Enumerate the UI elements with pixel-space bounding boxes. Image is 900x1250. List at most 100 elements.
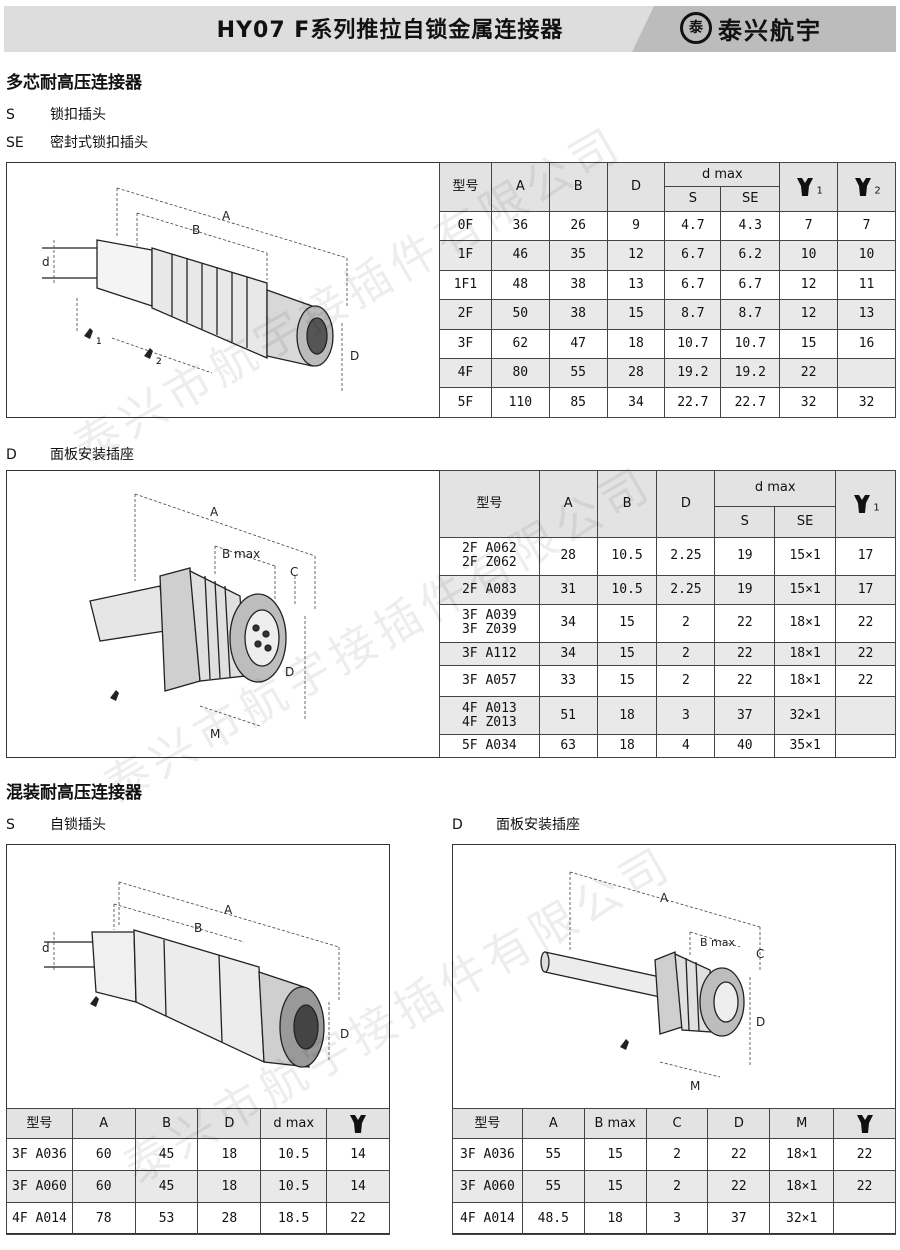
label-se-text: 密封式锁扣插头 bbox=[50, 135, 148, 151]
table-cell: 18×1 bbox=[769, 1138, 835, 1171]
table-cell: 34 bbox=[538, 604, 598, 643]
th-wrench bbox=[833, 1108, 896, 1139]
table-cell: 14 bbox=[326, 1170, 390, 1203]
table-cell: 32×1 bbox=[769, 1202, 835, 1235]
th-a: A bbox=[71, 1108, 136, 1139]
dim-bmax-label: B max bbox=[222, 547, 260, 561]
brand-logo-icon: 泰 bbox=[680, 12, 712, 44]
table-cell-model: 3F A060 bbox=[452, 1170, 523, 1203]
table-cell: 32×1 bbox=[774, 696, 837, 735]
th-model: 型号 bbox=[6, 1108, 73, 1139]
table-cell-model: 0F bbox=[439, 210, 492, 242]
th-a: A bbox=[538, 469, 598, 539]
dim-a-label: A bbox=[222, 209, 231, 223]
th-d: D bbox=[707, 1108, 771, 1139]
table-cell: 8.7 bbox=[664, 299, 722, 330]
th-dmax: d max bbox=[664, 161, 781, 188]
th-wrench-1: 1 bbox=[779, 162, 839, 212]
table-cell: 18×1 bbox=[774, 604, 837, 643]
table-cell: 9 bbox=[606, 210, 666, 242]
table-cell: 8.7 bbox=[720, 299, 781, 330]
brand-name: 泰兴航宇 bbox=[718, 17, 822, 45]
th-c: C bbox=[645, 1108, 709, 1139]
table-cell: 22 bbox=[707, 1138, 771, 1171]
label-s-code: S bbox=[6, 817, 15, 833]
dim-d-big-label: D bbox=[340, 1027, 349, 1041]
table-cell-model: 4F A014 bbox=[452, 1202, 523, 1235]
table-cell: 26 bbox=[548, 210, 608, 242]
table-cell: 10.5 bbox=[260, 1138, 328, 1171]
wrench-icon bbox=[90, 996, 99, 1007]
table-cell: 7 bbox=[837, 210, 896, 242]
table-cell: 18 bbox=[596, 696, 658, 735]
th-bmax: B max bbox=[583, 1108, 647, 1139]
wrench-icon bbox=[350, 1114, 367, 1133]
table-cell: 38 bbox=[548, 269, 608, 301]
wrench-icon bbox=[856, 1114, 873, 1133]
table-cell: 55 bbox=[521, 1170, 585, 1203]
th-d: D bbox=[606, 162, 666, 212]
table-cell: 6.7 bbox=[664, 269, 722, 301]
wrench-2-icon: 2 bbox=[144, 348, 162, 367]
th-a: A bbox=[490, 162, 550, 212]
table-cell bbox=[837, 358, 896, 389]
th-se: SE bbox=[774, 505, 837, 539]
table-cell: 2 bbox=[656, 604, 716, 643]
table-cell: 46 bbox=[490, 240, 550, 271]
table-cell: 11 bbox=[837, 269, 896, 301]
table-cell: 4.3 bbox=[720, 210, 781, 242]
wrench-open-icon bbox=[855, 177, 872, 196]
table-cell: 22 bbox=[835, 664, 896, 698]
table-cell: 19 bbox=[714, 574, 776, 606]
mixed-plug-drawing: A B d D bbox=[42, 881, 349, 1068]
table-cell: 10.7 bbox=[664, 328, 722, 360]
table-cell: 2 bbox=[645, 1170, 709, 1203]
dim-c-label: C bbox=[756, 947, 764, 961]
brand-block bbox=[632, 6, 896, 52]
table-cell: 15 bbox=[606, 299, 666, 330]
table-cell: 18 bbox=[606, 328, 666, 360]
table-cell-model: 3F A036 bbox=[452, 1138, 523, 1171]
table-cell: 7 bbox=[779, 210, 839, 242]
table-cell: 35 bbox=[548, 240, 608, 271]
table-cell-model: 3F A112 bbox=[439, 641, 540, 666]
table-cell-model: 5F A034 bbox=[439, 733, 540, 759]
table-cell: 2 bbox=[656, 664, 716, 698]
dim-m-label: M bbox=[210, 727, 220, 741]
label-d-code: D bbox=[6, 447, 17, 463]
table-cell: 18×1 bbox=[774, 664, 837, 698]
table-cell: 32 bbox=[779, 387, 839, 418]
table-cell bbox=[835, 733, 896, 759]
dim-a-label: A bbox=[224, 903, 233, 917]
dim-d-big-label: D bbox=[285, 665, 294, 679]
table-cell: 80 bbox=[490, 358, 550, 389]
table-cell: 85 bbox=[548, 387, 608, 418]
receptacle-drawing: A B max C D M bbox=[89, 493, 316, 741]
table-cell: 12 bbox=[606, 240, 666, 271]
table-cell: 15 bbox=[583, 1138, 647, 1171]
table-cell: 15 bbox=[596, 604, 658, 643]
table-cell: 18 bbox=[197, 1170, 262, 1203]
th-s: S bbox=[664, 186, 722, 212]
page-title: HY07 F系列推拉自锁金属连接器 bbox=[216, 18, 564, 43]
dim-m-label: M bbox=[690, 1079, 700, 1093]
dim-a-label: A bbox=[660, 891, 669, 905]
th-s: S bbox=[714, 505, 776, 539]
section3-title: 混装耐高压连接器 bbox=[6, 783, 142, 803]
th-b: B bbox=[134, 1108, 199, 1139]
